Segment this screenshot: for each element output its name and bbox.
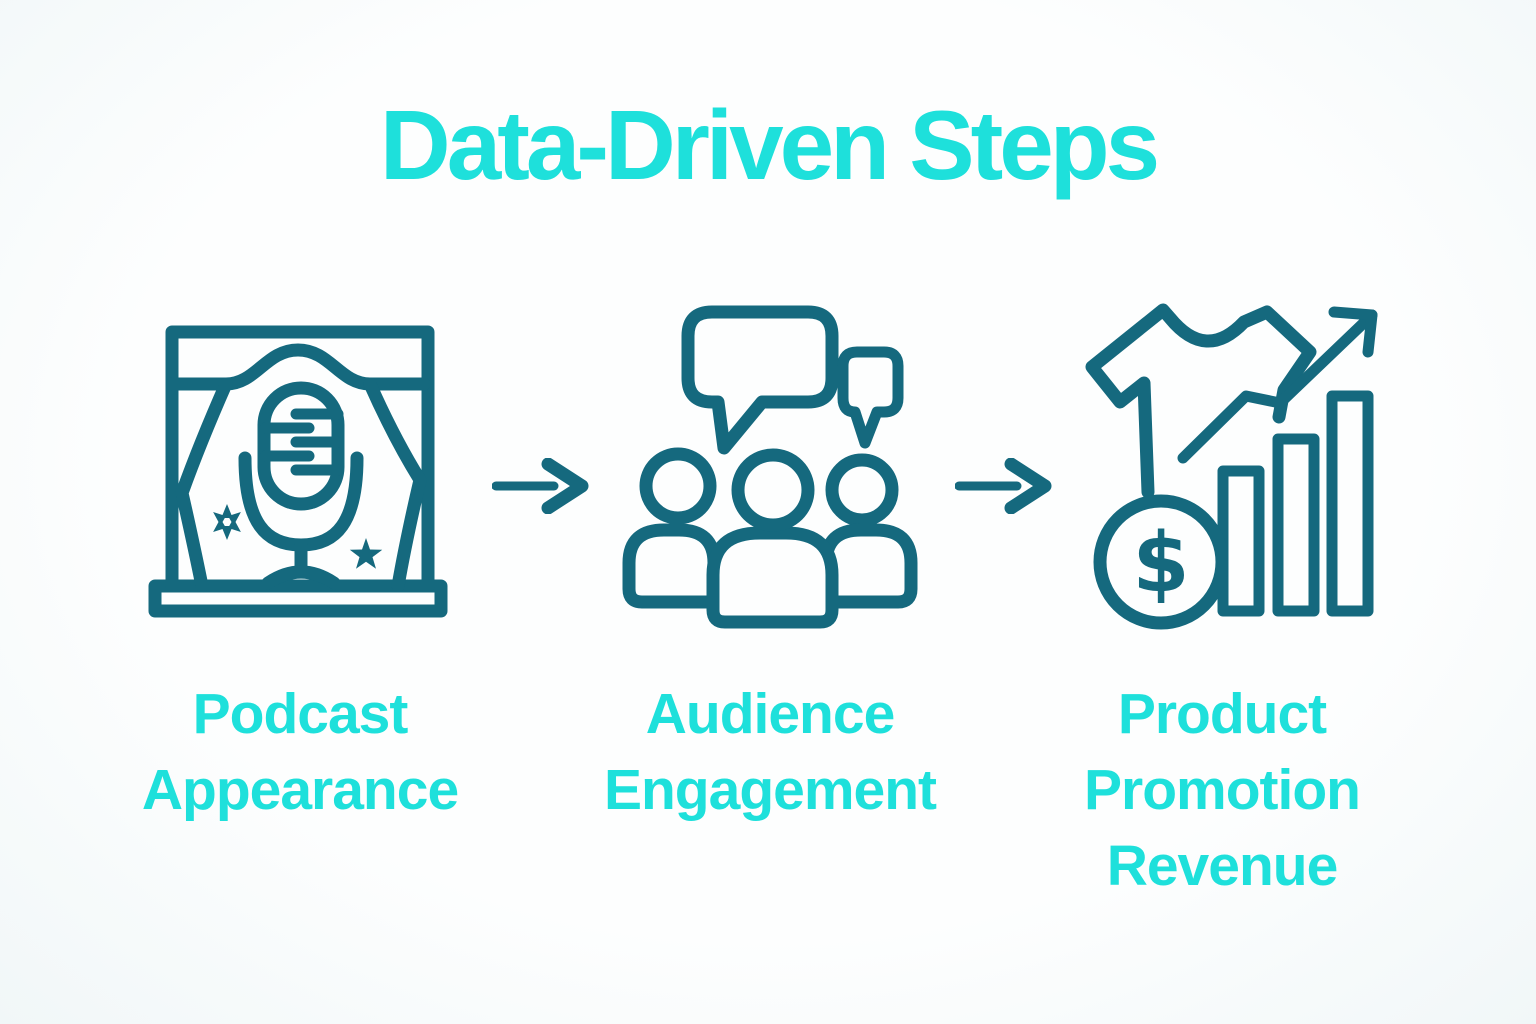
label-line: Revenue — [1106, 834, 1339, 898]
step-label-audience-engagement: Audience Engagement — [520, 676, 1020, 828]
stage-curtain-microphone-icon — [148, 318, 448, 618]
right-arrow-graphic — [492, 458, 589, 514]
step-label-product-promotion-revenue: Product Promotion Revenue — [972, 676, 1472, 904]
page-title: Data-Driven Steps — [379, 90, 1160, 200]
left-person-body — [622, 523, 721, 609]
right-arrow-icon — [492, 458, 592, 514]
bar-short — [1217, 465, 1265, 617]
center-person-head — [731, 448, 815, 532]
trend-arrowhead-icon — [1328, 306, 1378, 358]
five-point-star-icon — [349, 538, 383, 569]
label-line: Podcast — [192, 682, 409, 746]
audience-speech-bubbles-icon — [615, 295, 935, 635]
right-arrow-icon — [955, 458, 1055, 514]
bar-tall — [1326, 390, 1374, 617]
right-person-body — [819, 523, 918, 609]
right-person-head — [825, 453, 899, 527]
step-label-podcast-appearance: Podcast Appearance — [50, 676, 550, 828]
label-line: Product — [1117, 682, 1327, 746]
stage-frame — [165, 325, 435, 593]
podcast-stage-graphic — [148, 325, 448, 618]
speech-bubble-small-icon — [837, 346, 904, 449]
right-curtain — [363, 377, 427, 593]
speech-bubble-large-icon — [681, 305, 839, 455]
trend-line — [1177, 309, 1378, 464]
center-person-body — [706, 526, 839, 629]
curtain-valance — [165, 343, 431, 391]
tshirt-dollar-growth-chart-icon: $ — [1082, 290, 1402, 635]
dollar-sign: $ — [1132, 516, 1189, 611]
left-person-head — [639, 447, 717, 525]
label-line: Engagement — [603, 758, 937, 822]
bar-chart-icon — [1217, 390, 1374, 617]
left-curtain — [175, 377, 233, 593]
right-arrow-graphic — [955, 458, 1052, 514]
bar-medium — [1272, 433, 1320, 617]
tshirt-icon — [1085, 303, 1317, 499]
label-line: Appearance — [141, 758, 459, 822]
product-revenue-graphic: $ — [1085, 303, 1378, 630]
microphone-grill — [259, 408, 344, 476]
label-line: Promotion — [1084, 758, 1361, 822]
six-point-star-icon — [213, 504, 241, 540]
label-line: Audience — [645, 682, 896, 746]
dollar-coin-icon — [1093, 494, 1229, 630]
microphone-foot — [261, 565, 341, 590]
audience-graphic — [622, 305, 918, 629]
